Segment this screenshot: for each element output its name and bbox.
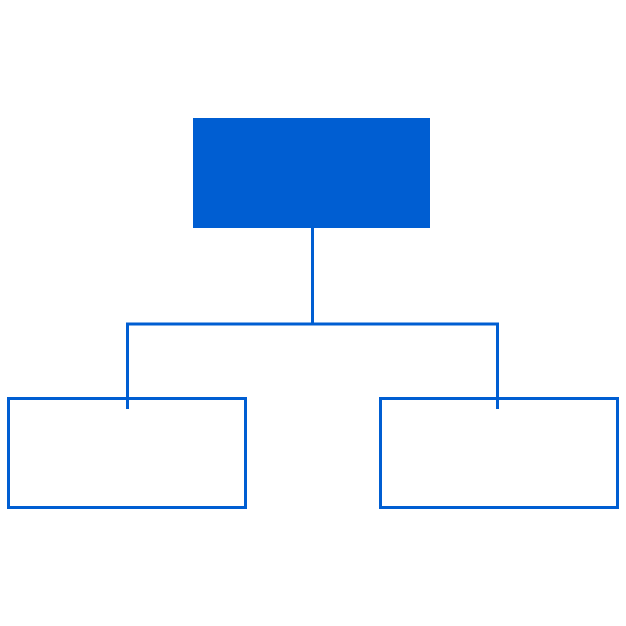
root-node — [193, 118, 430, 228]
child-node-right — [379, 397, 619, 509]
child-node-left — [7, 397, 247, 509]
